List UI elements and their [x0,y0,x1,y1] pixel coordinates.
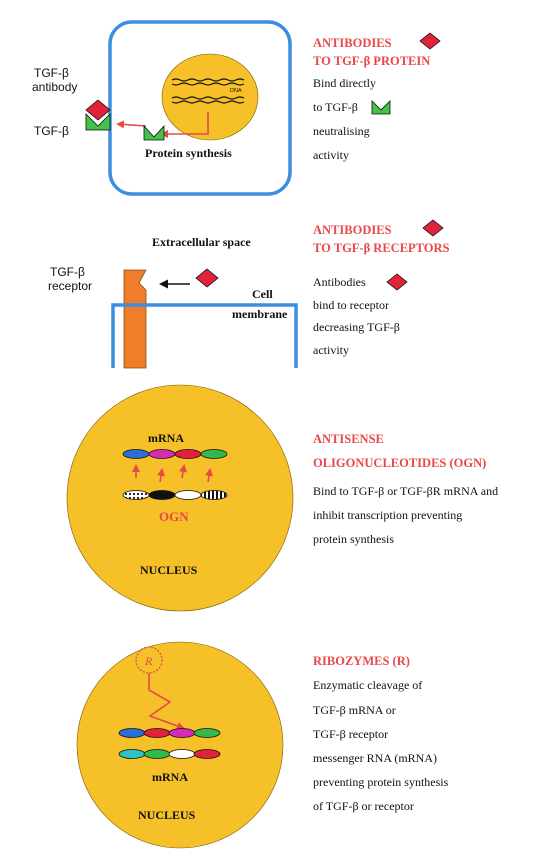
receptor-label-1: TGF-β [50,265,85,279]
panel-antisense: mRNA OGN NUCLEUS ANTISENSE OLIGONUCLEOTI… [66,384,498,612]
nucleus-label: NUCLEUS [140,563,198,577]
dna-label: DNA [230,88,242,94]
panel2-heading-1: ANTIBODIES [313,223,392,237]
tgf-beta-chevron-icon [371,100,391,115]
ribozyme-cleavage-arrow [148,673,185,730]
panel-antibodies-protein: DNA Protein synthesis TGF-β antibody TGF… [32,20,441,196]
nucleus-label: NUCLEUS [138,808,196,822]
panel1-desc-4: activity [313,148,349,162]
panel4-heading: RIBOZYMES (R) [313,654,410,668]
membrane-label-2: membrane [232,307,288,321]
panel3-desc-3: protein synthesis [313,532,394,546]
panel2-heading-2: TO TGF-β RECEPTORS [313,241,450,255]
panel4-desc-5: preventing protein synthesis [313,775,449,789]
ogn-strand [122,490,228,500]
panel2-desc-2: bind to receptor [313,298,389,312]
receptor-shape [123,269,147,369]
mrna-label: mRNA [152,770,188,784]
mrna-label: mRNA [148,431,184,445]
protein-synthesis-label: Protein synthesis [145,146,232,160]
panel4-desc-2: TGF-β mRNA or [313,703,396,717]
secretion-arrow [116,120,147,129]
panel2-desc-3: decreasing TGF-β [313,320,400,334]
panel3-heading-2: OLIGONUCLEOTIDES (OGN) [313,456,486,470]
panel3-desc-2: inhibit transcription preventing [313,508,462,522]
membrane-outline [111,303,298,368]
antibody-diamond-icon [195,268,219,288]
panel1-desc-3: neutralising [313,124,370,138]
panel1-heading-2: TO TGF-β PROTEIN [313,54,430,68]
antibody-diamond-icon [422,219,444,237]
panel4-desc-3: TGF-β receptor [313,727,388,741]
mrna-strand [122,449,228,459]
panel2-desc-1: Antibodies [313,275,366,289]
tgf-beta-chevron-icon [143,124,165,141]
transcription-arrow [160,112,209,138]
nucleus-circle [76,641,284,849]
antibody-diamond-icon [386,273,408,291]
ogn-label: OGN [159,509,189,524]
mrna-strand-top [118,728,221,738]
antibody-diamond-icon [419,32,441,50]
membrane-label-1: Cell [252,287,273,301]
panel3-desc-1: Bind to TGF-β or TGF-βR mRNA and [313,484,498,498]
tgf-beta-chevron-icon [85,113,111,131]
panel1-desc-2: to TGF-β [313,100,358,114]
dna-strands [171,78,245,104]
panel-ribozymes: R mRNA NUCLEUS RIBOZYMES (R) Enzymatic c… [76,641,449,849]
cell-outline [108,20,292,196]
panel2-desc-4: activity [313,343,349,357]
antibody-label-1: TGF-β [34,66,69,80]
panel3-heading-1: ANTISENSE [313,432,384,446]
ribozyme-circle [135,646,163,674]
ribozyme-label: R [144,654,153,668]
panel1-heading-1: ANTIBODIES [313,36,392,50]
antibody-diamond-icon [85,99,111,121]
panel1-desc-1: Bind directly [313,76,376,90]
tgf-beta-label: TGF-β [34,124,69,138]
panel-antibodies-receptors: Extracellular space TGF-β receptor Cell … [48,219,450,369]
antibody-label-2: antibody [32,80,77,94]
panel4-desc-6: of TGF-β or receptor [313,799,414,813]
ogn-binding-arrows [132,464,213,483]
panel4-desc-1: Enzymatic cleavage of [313,678,422,692]
receptor-label-2: receptor [48,279,92,293]
mrna-strand-bottom [118,749,221,759]
panel4-desc-4: messenger RNA (mRNA) [313,751,437,765]
extracellular-label: Extracellular space [152,235,251,249]
